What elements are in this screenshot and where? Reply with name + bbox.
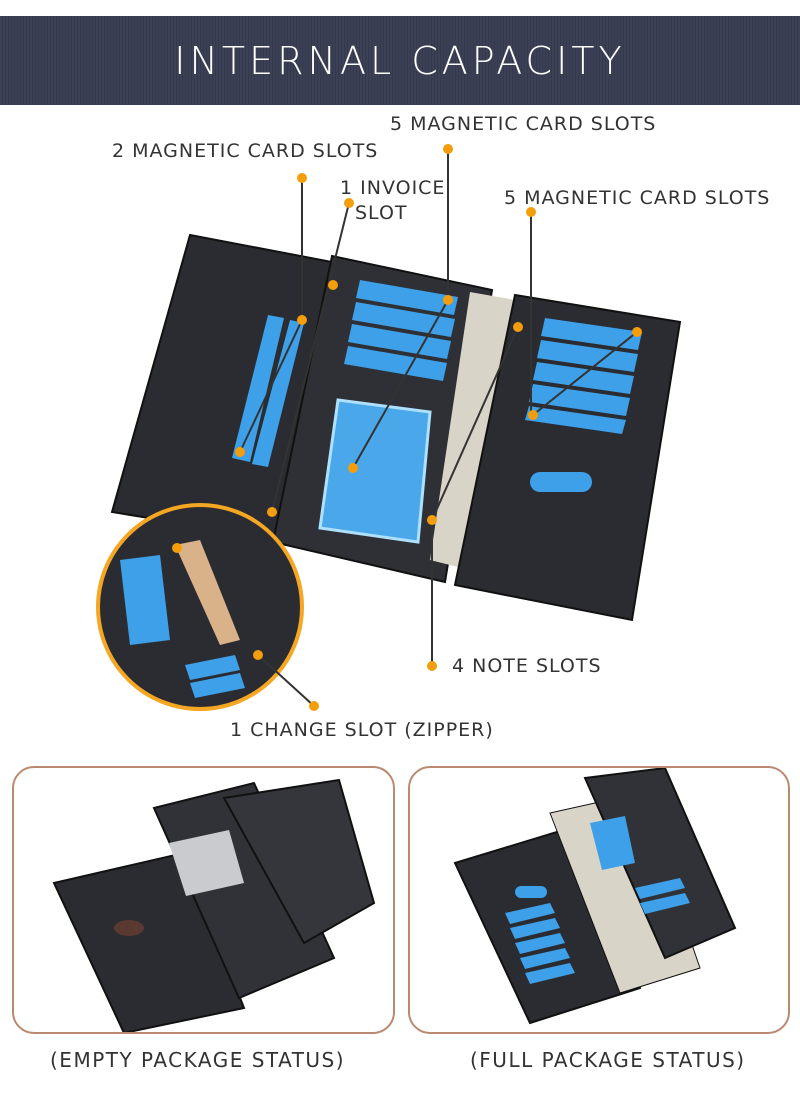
wallet-diagram (96, 144, 682, 711)
card (252, 320, 304, 467)
caption-full: (FULL PACKAGE STATUS) (470, 1048, 746, 1072)
label-invoice-line2: SLOT (355, 202, 408, 224)
caption-empty: (EMPTY PACKAGE STATUS) (50, 1048, 346, 1072)
label-4-note-slots: 4 NOTE SLOTS (452, 655, 602, 677)
window-oval (530, 472, 592, 492)
label-change-slot: 1 CHANGE SLOT (ZIPPER) (230, 719, 494, 741)
card-stack-right (525, 318, 642, 434)
label-5-magnetic-middle: 5 MAGNETIC CARD SLOTS (390, 113, 657, 135)
label-5-magnetic-right: 5 MAGNETIC CARD SLOTS (504, 187, 771, 209)
id-window (318, 398, 432, 544)
page-title: INTERNAL CAPACITY (174, 38, 626, 83)
card (232, 315, 284, 462)
label-2-magnetic-card-slots: 2 MAGNETIC CARD SLOTS (112, 140, 379, 162)
empty-status-photo (12, 766, 395, 1034)
label-invoice-line1: 1 INVOICE (340, 177, 446, 199)
zipper-inset (96, 503, 304, 711)
card-stack-middle (344, 280, 458, 381)
full-status-photo (408, 766, 790, 1034)
callout-dots (172, 144, 642, 711)
header-banner: INTERNAL CAPACITY (0, 16, 800, 105)
